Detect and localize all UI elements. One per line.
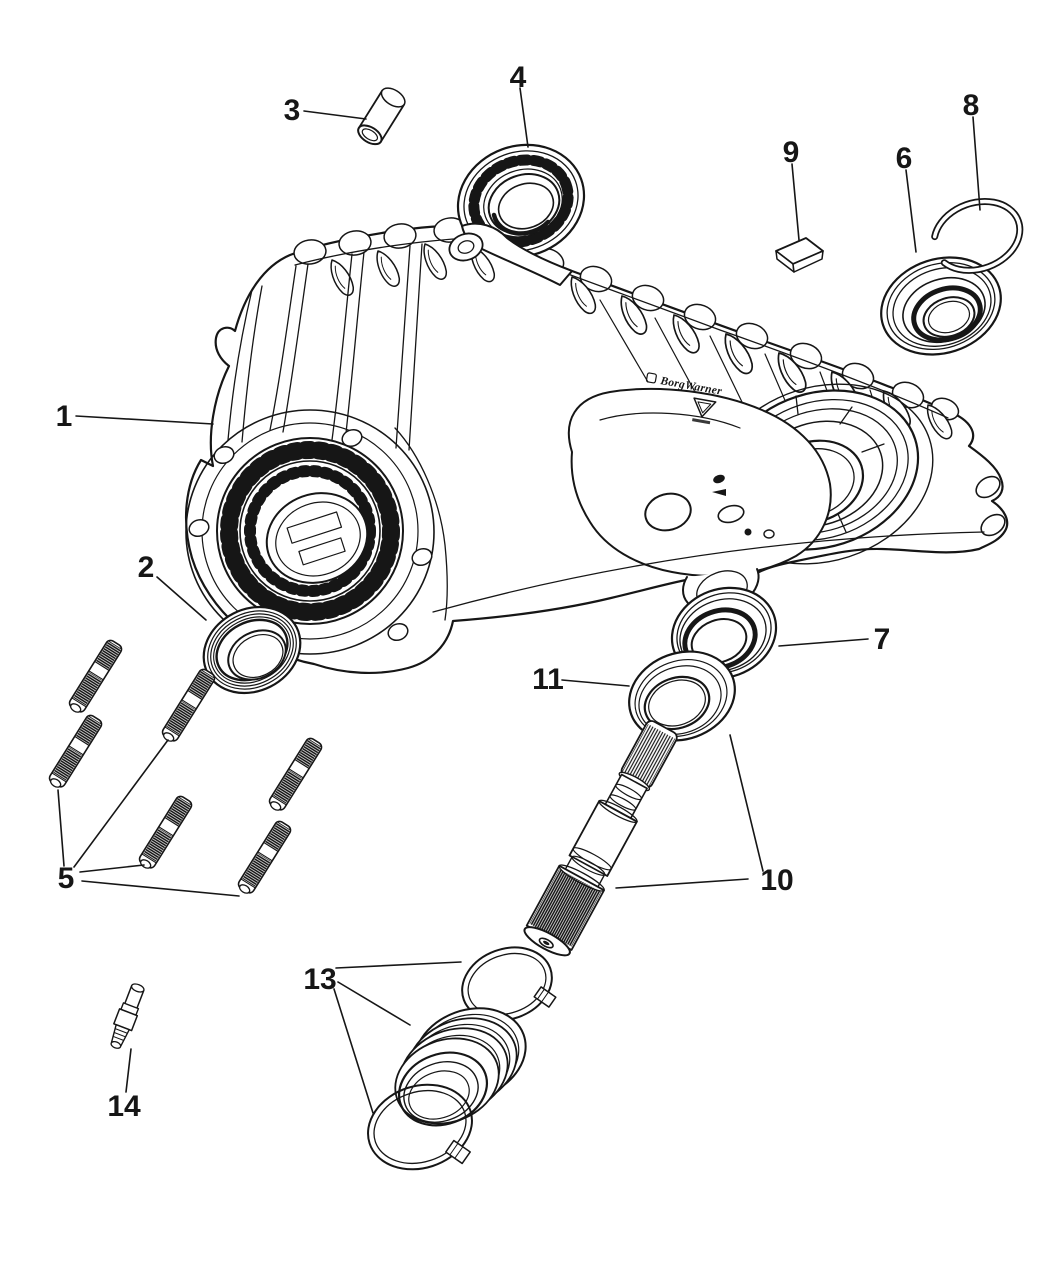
- output-washer: [628, 650, 736, 742]
- output-shaft: [523, 720, 678, 957]
- callout-13: 13: [303, 963, 336, 996]
- callout-10: 10: [760, 864, 793, 897]
- housing-mounting-ears: [975, 475, 1006, 537]
- callout-9: 9: [783, 136, 800, 169]
- transfer-case-housing: BorgWarner: [184, 217, 1009, 675]
- callout-2: 2: [138, 551, 155, 584]
- recycle-symbol-icon: [692, 397, 717, 425]
- callout-6: 6: [896, 142, 913, 175]
- callout-1: 1: [56, 400, 73, 433]
- front-bearing-rollers: [220, 441, 400, 621]
- callout-11: 11: [532, 663, 564, 696]
- callout-7: 7: [874, 623, 891, 656]
- callouts: 1 2 3 4 5 6 7 8 9 10 11 13 14: [56, 61, 980, 1123]
- front-output-seal: [202, 605, 302, 695]
- vent-fitting: [110, 983, 145, 1049]
- clamp-buckle: [445, 1139, 471, 1165]
- case-parting-line: [432, 531, 985, 613]
- front-flange: [185, 409, 435, 655]
- dowel-pin: [357, 87, 406, 146]
- boot-clamp-lower: [367, 1083, 473, 1171]
- shift-bracket: [567, 387, 832, 577]
- drive-key: [775, 237, 824, 273]
- leader-lines: [57, 87, 981, 1114]
- callout-8: 8: [963, 89, 980, 122]
- rear-bearing: [880, 256, 1002, 356]
- callout-4: 4: [510, 61, 527, 94]
- front-bearing-rollers-inner: [244, 465, 376, 597]
- snap-ring: [931, 197, 1024, 274]
- housing-eyelet-lug: [448, 232, 484, 262]
- front-hub-notches: [286, 511, 346, 566]
- clamp-buckle: [533, 986, 557, 1008]
- callout-5: 5: [58, 862, 75, 895]
- bearing-balls: [468, 154, 574, 248]
- housing-left-fins: [227, 243, 448, 621]
- callout-3: 3: [284, 94, 301, 127]
- boot-clamp-upper: [461, 946, 557, 1022]
- housing-face-marks: [712, 474, 775, 539]
- boot: [394, 1007, 527, 1127]
- callout-14: 14: [107, 1090, 141, 1123]
